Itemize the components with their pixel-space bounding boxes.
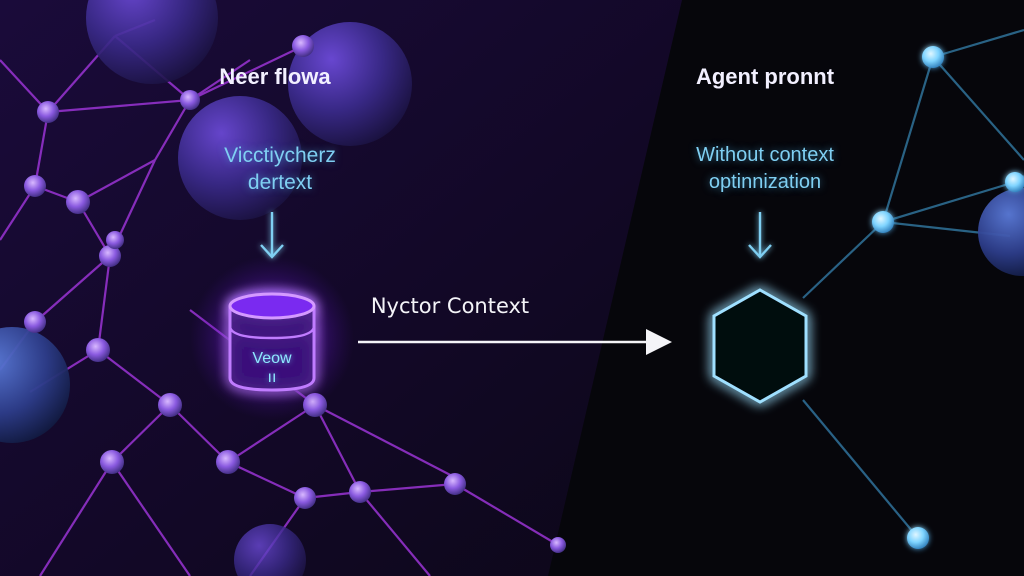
left-orbs bbox=[0, 0, 412, 576]
right-subtitle-line2: optinnization bbox=[708, 171, 822, 193]
left-subtitle-line2: dertext bbox=[247, 171, 313, 194]
database-label-line1: Veow bbox=[252, 350, 292, 367]
connector-label: Nyctor Context bbox=[370, 294, 530, 318]
left-panel-title: Neer flowa bbox=[219, 64, 331, 89]
database-cylinder-icon bbox=[228, 292, 316, 392]
database-label: Veow ıı bbox=[228, 349, 316, 387]
right-down-arrow-icon bbox=[748, 212, 772, 259]
right-subtitle-line1: Without context bbox=[696, 144, 834, 166]
right-panel-title: Agent pronnt bbox=[695, 64, 835, 89]
right-orb bbox=[978, 188, 1024, 276]
right-network-edges bbox=[802, 28, 1024, 539]
arrow-right-icon bbox=[358, 329, 672, 355]
right-panel-subtitle: Without context optinnization bbox=[640, 142, 890, 196]
left-panel-background bbox=[0, 0, 682, 576]
right-network-nodes bbox=[872, 46, 1024, 549]
hexagon-icon bbox=[712, 288, 808, 404]
database-label-line2: ıı bbox=[267, 369, 277, 386]
left-subtitle-line1: Vicctiycherz bbox=[224, 144, 336, 167]
left-panel-subtitle: Vicctiycherz dertext bbox=[180, 142, 380, 196]
